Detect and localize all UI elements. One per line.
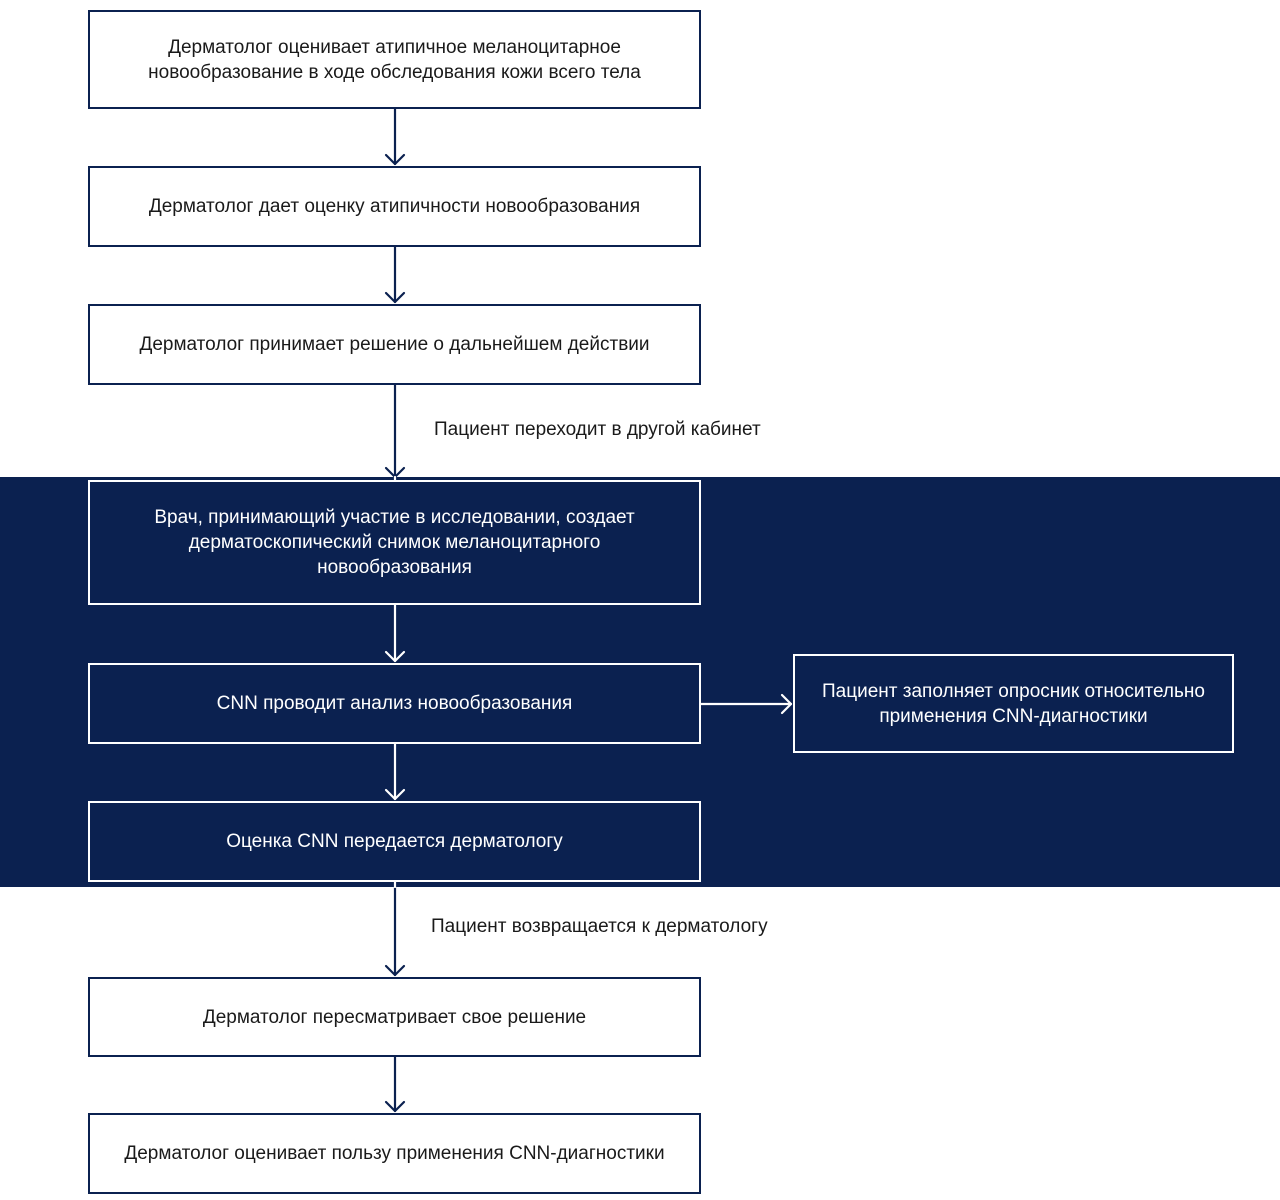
step-decision-review: Дерматолог пересматривает свое решение [88, 977, 701, 1057]
step-benefit-evaluation: Дерматолог оценивает пользу применения C… [88, 1113, 701, 1194]
step-cnn-result-to-dermatologist: Оценка CNN передается дерматологу [88, 801, 701, 882]
step-initial-decision: Дерматолог принимает решение о дальнейше… [88, 304, 701, 385]
step-cnn-analysis-text: CNN проводит анализ новообразования [216, 693, 573, 714]
step-initial-assessment: Дерматолог оценивает атипичное меланоцит… [88, 10, 701, 109]
transition-label-back-to-dermatologist: Пациент возвращается к дерматологу [431, 916, 768, 937]
step-patient-questionnaire: Пациент заполняет опросник относительно … [793, 654, 1234, 753]
transition-label-other-office: Пациент переходит в другой кабинет [434, 419, 761, 440]
step-atypia-rating-text: Дерматолог дает оценку атипичности новоо… [148, 196, 641, 217]
step-benefit-evaluation-text: Дерматолог оценивает пользу применения C… [124, 1143, 665, 1164]
step-initial-decision-text: Дерматолог принимает решение о дальнейше… [139, 334, 650, 355]
step-dermatoscopic-image-text: Врач, принимающий участие в исследовании… [154, 507, 635, 578]
step-atypia-rating: Дерматолог дает оценку атипичности новоо… [88, 166, 701, 247]
step-cnn-analysis: CNN проводит анализ новообразования [88, 663, 701, 744]
step-patient-questionnaire-text: Пациент заполняет опросник относительно … [822, 680, 1205, 727]
step-dermatoscopic-image: Врач, принимающий участие в исследовании… [88, 480, 701, 605]
step-cnn-result-text: Оценка CNN передается дерматологу [226, 831, 563, 852]
step-decision-review-text: Дерматолог пересматривает свое решение [202, 1006, 587, 1028]
step-initial-assessment-text: Дерматолог оценивает атипичное меланоцит… [148, 36, 641, 83]
